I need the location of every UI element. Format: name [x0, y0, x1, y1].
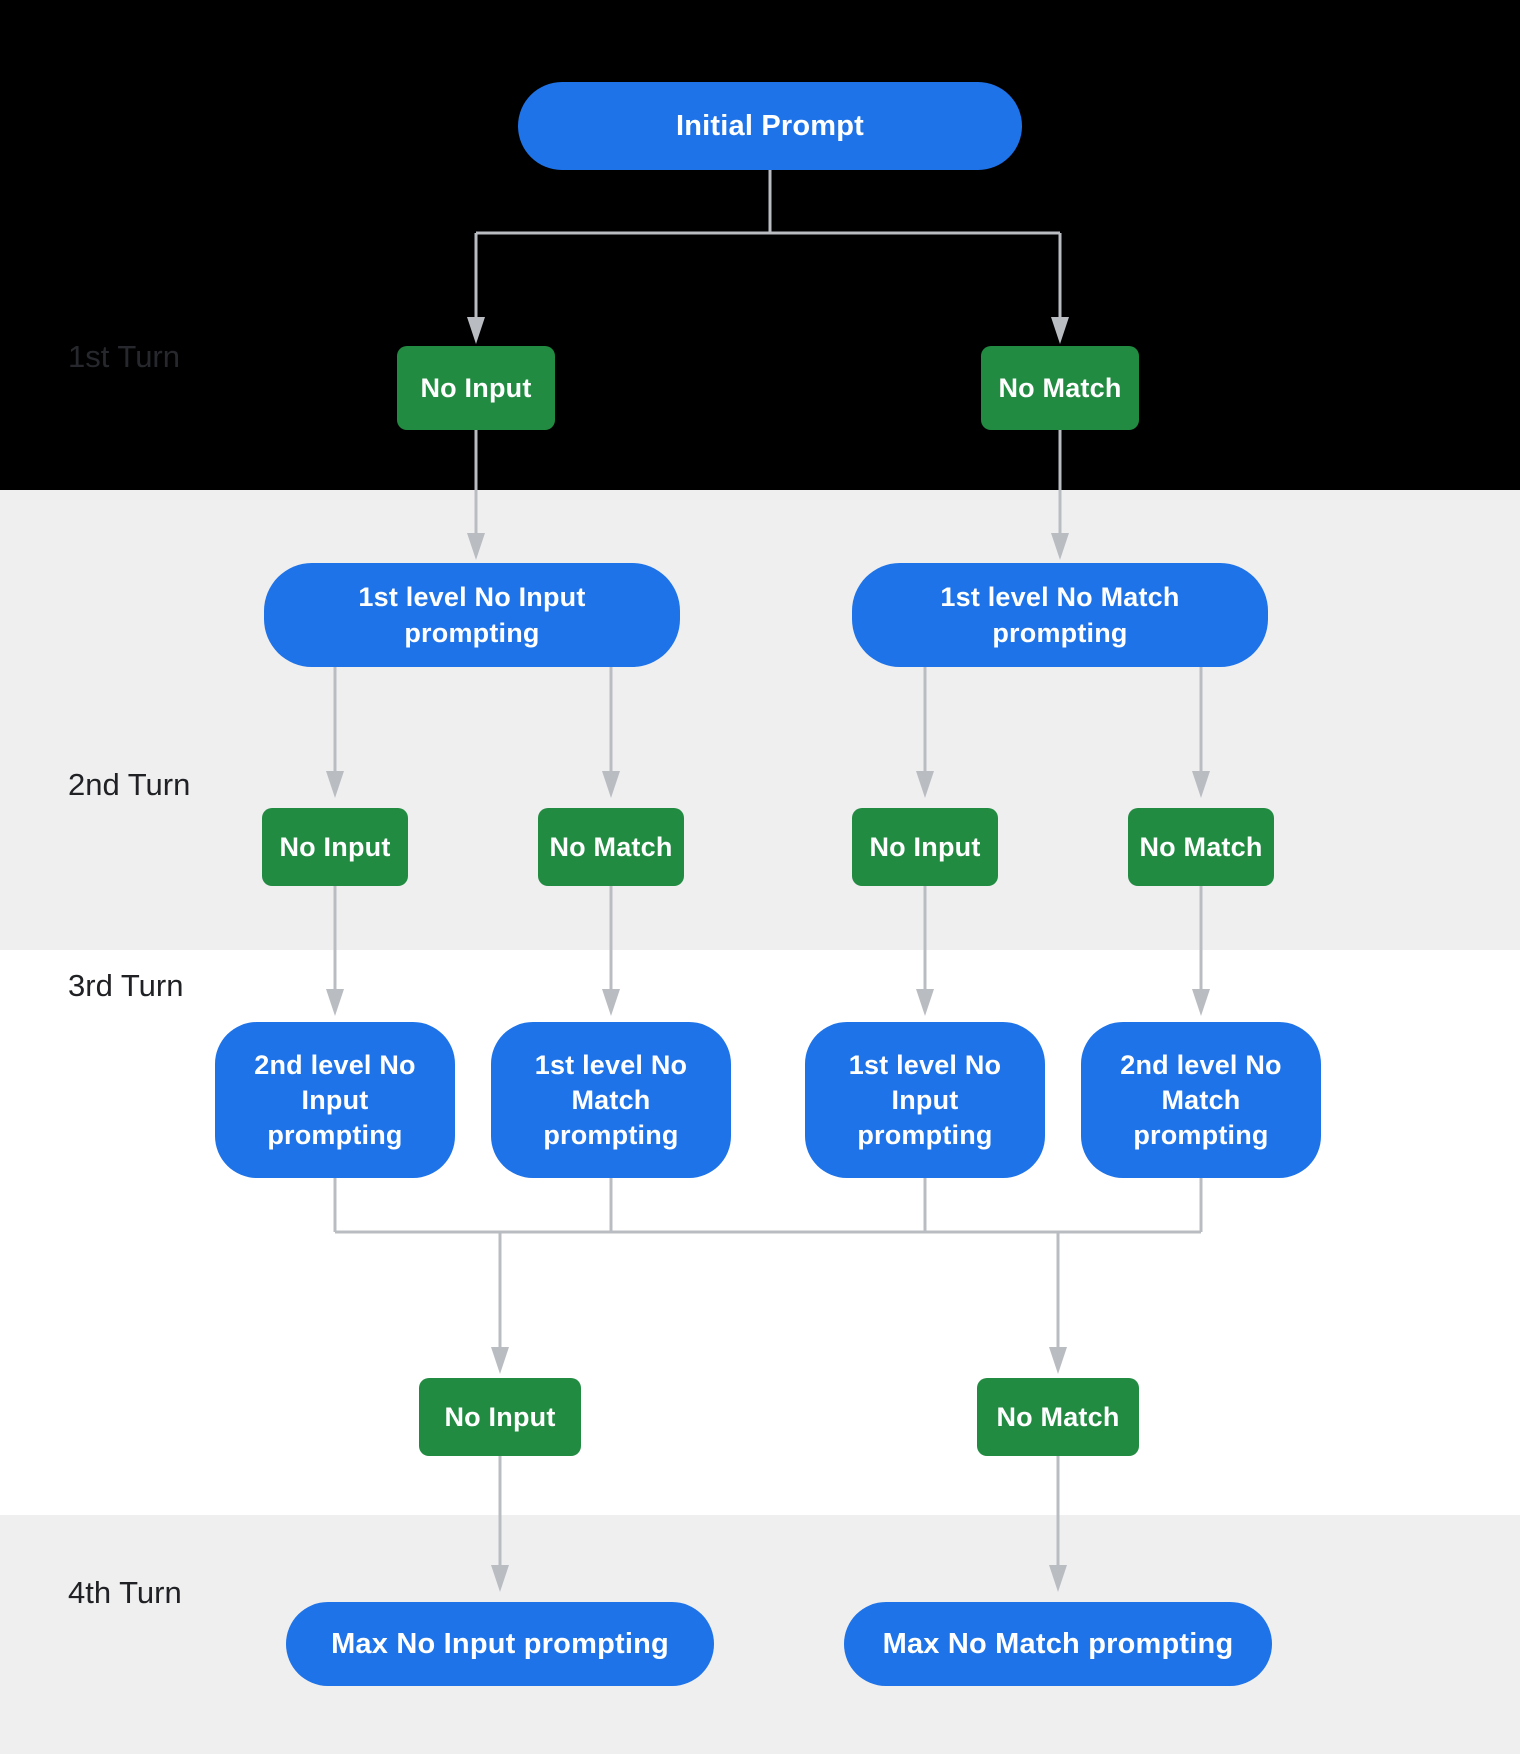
turn-label-2: 2nd Turn [68, 767, 191, 802]
turn-label-4: 4th Turn [68, 1575, 182, 1610]
node-turn2-no-match-left: No Match [538, 808, 684, 886]
node-1st-level-no-input-prompting: 1st level No Input prompting [264, 563, 680, 667]
node-turn1-no-match: No Match [981, 346, 1139, 430]
turn-label-1: 1st Turn [68, 339, 180, 374]
arrowheads [326, 317, 1210, 1592]
node-turn2-no-match-right: No Match [1128, 808, 1274, 886]
band-turn-1 [0, 0, 1520, 490]
node-turn3-no-input: No Input [419, 1378, 581, 1456]
node-initial-prompt: Initial Prompt [518, 82, 1022, 170]
node-1st-level-no-match-prompting-2: 1st level No Match prompting [491, 1022, 731, 1178]
turn-label-3: 3rd Turn [68, 968, 184, 1003]
node-1st-level-no-match-prompting: 1st level No Match prompting [852, 563, 1268, 667]
node-1st-level-no-input-prompting-2: 1st level No Input prompting [805, 1022, 1045, 1178]
node-max-no-match-prompting: Max No Match prompting [844, 1602, 1272, 1686]
node-2nd-level-no-input-prompting: 2nd level No Input prompting [215, 1022, 455, 1178]
node-2nd-level-no-match-prompting: 2nd level No Match prompting [1081, 1022, 1321, 1178]
node-max-no-input-prompting: Max No Input prompting [286, 1602, 714, 1686]
node-turn2-no-input-right: No Input [852, 808, 998, 886]
node-turn2-no-input-left: No Input [262, 808, 408, 886]
node-turn3-no-match: No Match [977, 1378, 1139, 1456]
connector-lines [333, 170, 1203, 1568]
node-turn1-no-input: No Input [397, 346, 555, 430]
